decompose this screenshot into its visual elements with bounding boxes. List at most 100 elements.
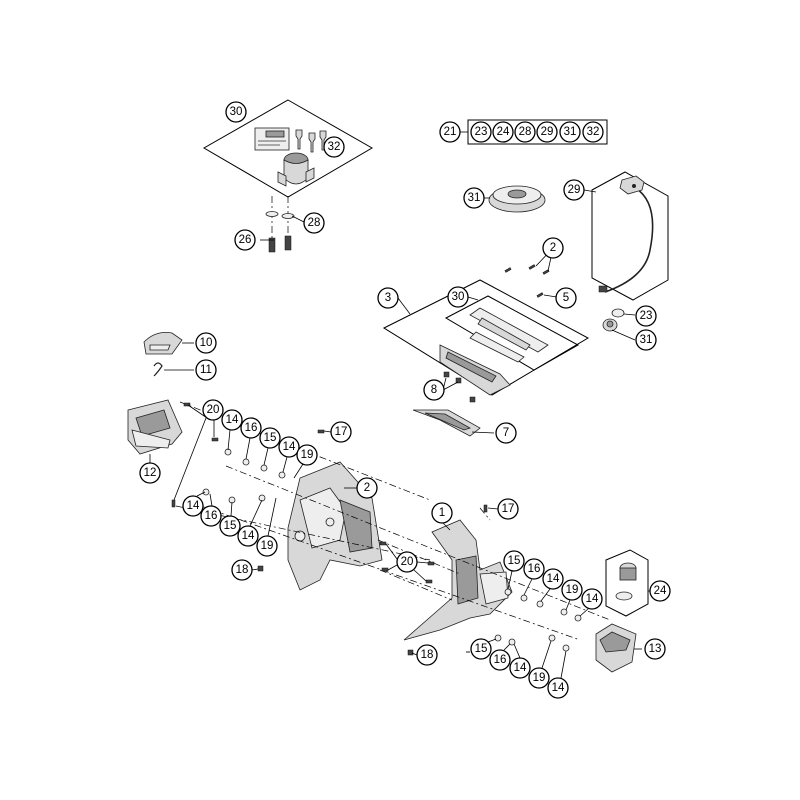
svg-text:16: 16: [245, 422, 258, 434]
svg-text:2: 2: [550, 242, 556, 254]
callout-19-d: 19: [528, 667, 550, 689]
callout-15-b: 15: [219, 515, 241, 537]
callout-14-e: 14: [542, 568, 564, 590]
keys-icon: [295, 129, 327, 153]
callout-15-d: 15: [470, 638, 492, 660]
svg-text:14: 14: [187, 500, 200, 512]
svg-text:11: 11: [200, 364, 212, 376]
ignition-lock-icon: [277, 152, 315, 187]
alignment-lines: [175, 401, 611, 641]
svg-text:15: 15: [224, 520, 237, 532]
svg-text:10: 10: [200, 337, 213, 349]
callout-8: 8: [423, 379, 445, 401]
svg-text:21: 21: [444, 126, 457, 138]
callout-23-right: 23: [635, 305, 657, 327]
svg-text:1: 1: [439, 507, 445, 519]
svg-text:29: 29: [568, 184, 581, 196]
callout-2: 2: [356, 477, 378, 499]
svg-text:28: 28: [519, 126, 532, 138]
callout-10: 10: [195, 332, 217, 354]
svg-text:23: 23: [640, 310, 653, 322]
svg-text:19: 19: [301, 449, 314, 461]
svg-text:19: 19: [566, 584, 579, 596]
callout-7: 7: [495, 422, 517, 444]
svg-text:26: 26: [239, 234, 252, 246]
svg-text:19: 19: [261, 540, 274, 552]
clip-hardware: [153, 362, 194, 377]
svg-text:7: 7: [503, 427, 509, 439]
kit-member-32: 32: [582, 121, 604, 143]
kit-member-29: 29: [536, 121, 558, 143]
svg-text:14: 14: [552, 682, 565, 694]
callout-19-c: 19: [561, 579, 583, 601]
callout-20-left: 20: [202, 399, 224, 421]
callout-14-a: 14: [221, 409, 243, 431]
callout-24: 30: [225, 101, 247, 123]
svg-text:31: 31: [468, 192, 481, 204]
svg-text:16: 16: [494, 654, 507, 666]
svg-text:16: 16: [205, 510, 218, 522]
svg-text:8: 8: [431, 384, 437, 396]
callout-25: 26: [234, 229, 256, 251]
callout-26: 28: [303, 212, 325, 234]
callout-4: 2: [542, 237, 564, 259]
svg-text:5: 5: [563, 292, 569, 304]
right-side-panel: [403, 519, 513, 641]
svg-text:24: 24: [497, 126, 510, 138]
svg-text:24: 24: [654, 585, 667, 597]
svg-text:12: 12: [144, 467, 157, 479]
callout-28: 29: [563, 179, 585, 201]
svg-text:31: 31: [640, 334, 653, 346]
kit-member-31: 31: [559, 121, 581, 143]
callout-14-b: 14: [278, 436, 300, 458]
callout-18-right: 18: [416, 644, 438, 666]
svg-text:32: 32: [328, 141, 341, 153]
callout-17-right: 17: [497, 498, 519, 520]
svg-text:20: 20: [401, 556, 414, 568]
svg-text:28: 28: [308, 217, 321, 229]
callout-16-c: 16: [523, 558, 545, 580]
lock-cylinder-icon: [605, 549, 660, 617]
callout-30: 30: [447, 286, 469, 308]
callout-20-right: 20: [396, 551, 418, 573]
callout-12: 12: [139, 462, 161, 484]
fuel-cap-icon: [488, 185, 546, 213]
callout-14-d: 14: [237, 525, 259, 547]
callout-11: 11: [195, 359, 217, 381]
svg-text:14: 14: [514, 662, 527, 674]
svg-text:16: 16: [528, 563, 541, 575]
callout-5: 5: [555, 287, 577, 309]
callout-21: 21: [439, 121, 461, 143]
svg-text:18: 18: [421, 649, 434, 661]
svg-text:14: 14: [242, 530, 255, 542]
right-bracket: [595, 623, 642, 673]
callout-16-a: 16: [240, 417, 262, 439]
tank-cover-kit-frame: [382, 279, 590, 396]
svg-text:2: 2: [364, 482, 370, 494]
callout-18-left: 18: [231, 559, 253, 581]
lock-insert-icon: [602, 308, 636, 341]
svg-text:18: 18: [236, 564, 249, 576]
callout-13: 13: [644, 638, 666, 660]
callout-15-c: 15: [503, 550, 525, 572]
svg-text:3: 3: [385, 292, 391, 304]
svg-text:20: 20: [207, 404, 220, 416]
ignition-lock-kit-frame: [203, 99, 373, 253]
left-bracket: [127, 399, 183, 463]
svg-text:14: 14: [586, 593, 599, 605]
callout-32-top: 32: [323, 136, 345, 158]
callout-3: 3: [377, 287, 399, 309]
svg-text:14: 14: [283, 441, 296, 453]
fasteners: [171, 402, 582, 656]
kit-member-24: 24: [492, 121, 514, 143]
cover-pad: [143, 332, 194, 355]
callout-17-left: 17: [330, 421, 352, 443]
callout-14-c: 14: [182, 495, 204, 517]
svg-text:17: 17: [335, 426, 348, 438]
callout-15-a: 15: [259, 427, 281, 449]
svg-text:14: 14: [226, 414, 239, 426]
svg-text:17: 17: [502, 503, 515, 515]
callout-14-g: 14: [509, 657, 531, 679]
callout-22: 24: [649, 580, 671, 602]
callout-16-d: 16: [489, 649, 511, 671]
